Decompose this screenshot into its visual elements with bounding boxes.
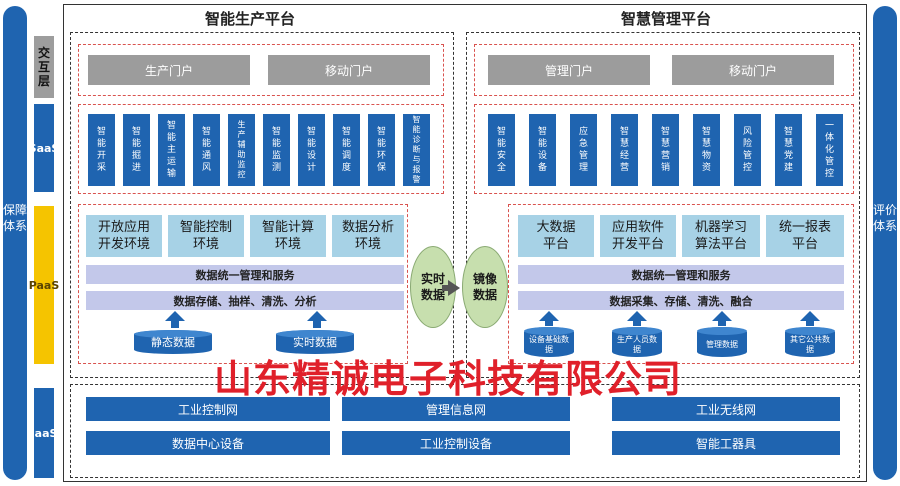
realtime-data-cylinder: 实时数据 xyxy=(276,330,354,354)
arrow-stem-realtime xyxy=(313,320,321,328)
saas-item-aux-monitoring[interactable]: 生产辅助监控 xyxy=(228,114,255,186)
saas-item-smart-tunneling[interactable]: 智能掘进 xyxy=(123,114,150,186)
iaas-industrial-wireless-network[interactable]: 工业无线网 xyxy=(612,397,840,421)
saas-item-smart-monitoring[interactable]: 智能监测 xyxy=(263,114,290,186)
arrow-up-equipment xyxy=(539,311,559,321)
env-app-dev-platform[interactable]: 应用软件 开发平台 xyxy=(600,215,676,257)
iaas-smart-tools[interactable]: 智能工器具 xyxy=(612,431,840,455)
management-platform-box xyxy=(466,32,860,378)
production-portal-group xyxy=(78,44,444,96)
arrow-stem-personnel xyxy=(633,320,641,326)
layer-paas: PaaS xyxy=(29,206,59,364)
arrow-stem-management xyxy=(718,320,726,326)
arrow-up-realtime xyxy=(307,311,327,321)
iaas-industrial-control-network[interactable]: 工业控制网 xyxy=(86,397,330,421)
production-paas-group xyxy=(78,204,408,364)
env-smart-control[interactable]: 智能控制 环境 xyxy=(168,215,244,257)
env-open-app-dev[interactable]: 开放应用 开发环境 xyxy=(86,215,162,257)
env-ml-platform[interactable]: 机器学习 算法平台 xyxy=(682,215,760,257)
saas-item-smart-design[interactable]: 智能设计 xyxy=(298,114,325,186)
management-data-service-strip: 数据统一管理和服务 xyxy=(518,265,844,284)
saas-item-smart-marketing[interactable]: 智慧营销 xyxy=(652,114,679,186)
equipment-data-cylinder: 设备基础数据 xyxy=(524,327,574,357)
left-support-bar: 保障体系 xyxy=(3,6,27,480)
saas-item-party-building[interactable]: 智慧党建 xyxy=(775,114,802,186)
management-data-cylinder: 管理数据 xyxy=(697,327,747,357)
management-portal-group xyxy=(474,44,854,96)
static-data-cylinder: 静态数据 xyxy=(134,330,212,354)
right-evaluation-bar: 评价体系 xyxy=(873,6,897,480)
env-smart-compute[interactable]: 智能计算 环境 xyxy=(250,215,326,257)
layer-interaction: 交互层 xyxy=(34,36,54,98)
saas-item-smart-safety[interactable]: 智能安全 xyxy=(488,114,515,186)
arrow-up-personnel xyxy=(627,311,647,321)
arrow-stem-static xyxy=(171,320,179,328)
right-bar-label: 评价体系 xyxy=(873,203,898,233)
arrow-stem-equipment xyxy=(545,320,553,326)
bridge-arrow-stem xyxy=(442,285,450,291)
production-platform-box xyxy=(70,32,454,378)
management-paas-group xyxy=(508,204,854,364)
production-data-process-strip: 数据存储、抽样、清洗、分析 xyxy=(86,291,404,310)
bridge-arrow xyxy=(448,280,460,296)
management-mobile-portal-button[interactable]: 移动门户 xyxy=(672,55,834,85)
arrow-up-public xyxy=(800,311,820,321)
saas-item-diagnosis-alarm[interactable]: 智能诊断与报警 xyxy=(403,114,430,186)
env-big-data[interactable]: 大数据 平台 xyxy=(518,215,594,257)
arrow-stem-public xyxy=(806,320,814,326)
mirror-data-bubble: 镜像数据 xyxy=(462,246,508,328)
saas-item-smart-environment[interactable]: 智能环保 xyxy=(368,114,395,186)
management-data-process-strip: 数据采集、存储、清洗、融合 xyxy=(518,291,844,310)
saas-item-emergency[interactable]: 应急管理 xyxy=(570,114,597,186)
production-saas-group xyxy=(78,104,444,194)
saas-item-integrated-control[interactable]: 一体化管控 xyxy=(816,114,843,186)
iaas-industrial-control-equipment[interactable]: 工业控制设备 xyxy=(342,431,570,455)
company-watermark: 山东精诚电子科技有限公司 xyxy=(214,356,683,401)
saas-item-main-transport[interactable]: 智能主运输 xyxy=(158,114,185,186)
personnel-data-cylinder: 生产人员数据 xyxy=(612,327,662,357)
management-platform-title: 智慧管理平台 xyxy=(620,10,711,28)
env-report-platform[interactable]: 统一报表 平台 xyxy=(766,215,844,257)
production-data-service-strip: 数据统一管理和服务 xyxy=(86,265,404,284)
iaas-management-info-network[interactable]: 管理信息网 xyxy=(342,397,570,421)
saas-item-smart-dispatch[interactable]: 智能调度 xyxy=(333,114,360,186)
left-bar-label: 保障体系 xyxy=(3,203,28,233)
production-mobile-portal-button[interactable]: 移动门户 xyxy=(268,55,430,85)
saas-item-smart-ventilation[interactable]: 智能通风 xyxy=(193,114,220,186)
arrow-up-management xyxy=(712,311,732,321)
management-saas-group xyxy=(474,104,854,194)
arrow-up-static xyxy=(165,311,185,321)
env-data-analysis[interactable]: 数据分析 环境 xyxy=(332,215,404,257)
layer-iaas: IaaS xyxy=(31,388,57,478)
layer-saas: SaaS xyxy=(29,104,59,192)
saas-item-smart-materials[interactable]: 智慧物资 xyxy=(693,114,720,186)
architecture-frame xyxy=(63,4,867,482)
saas-item-risk-control[interactable]: 风险管控 xyxy=(734,114,761,186)
production-portal-button[interactable]: 生产门户 xyxy=(88,55,250,85)
saas-item-smart-mining[interactable]: 智能开采 xyxy=(88,114,115,186)
saas-item-smart-operation[interactable]: 智慧经营 xyxy=(611,114,638,186)
iaas-box xyxy=(70,384,860,478)
production-platform-title: 智能生产平台 xyxy=(204,10,295,28)
management-portal-button[interactable]: 管理门户 xyxy=(488,55,650,85)
saas-item-smart-equipment[interactable]: 智能设备 xyxy=(529,114,556,186)
iaas-data-center-equipment[interactable]: 数据中心设备 xyxy=(86,431,330,455)
public-data-cylinder: 其它公共数据 xyxy=(785,327,835,357)
